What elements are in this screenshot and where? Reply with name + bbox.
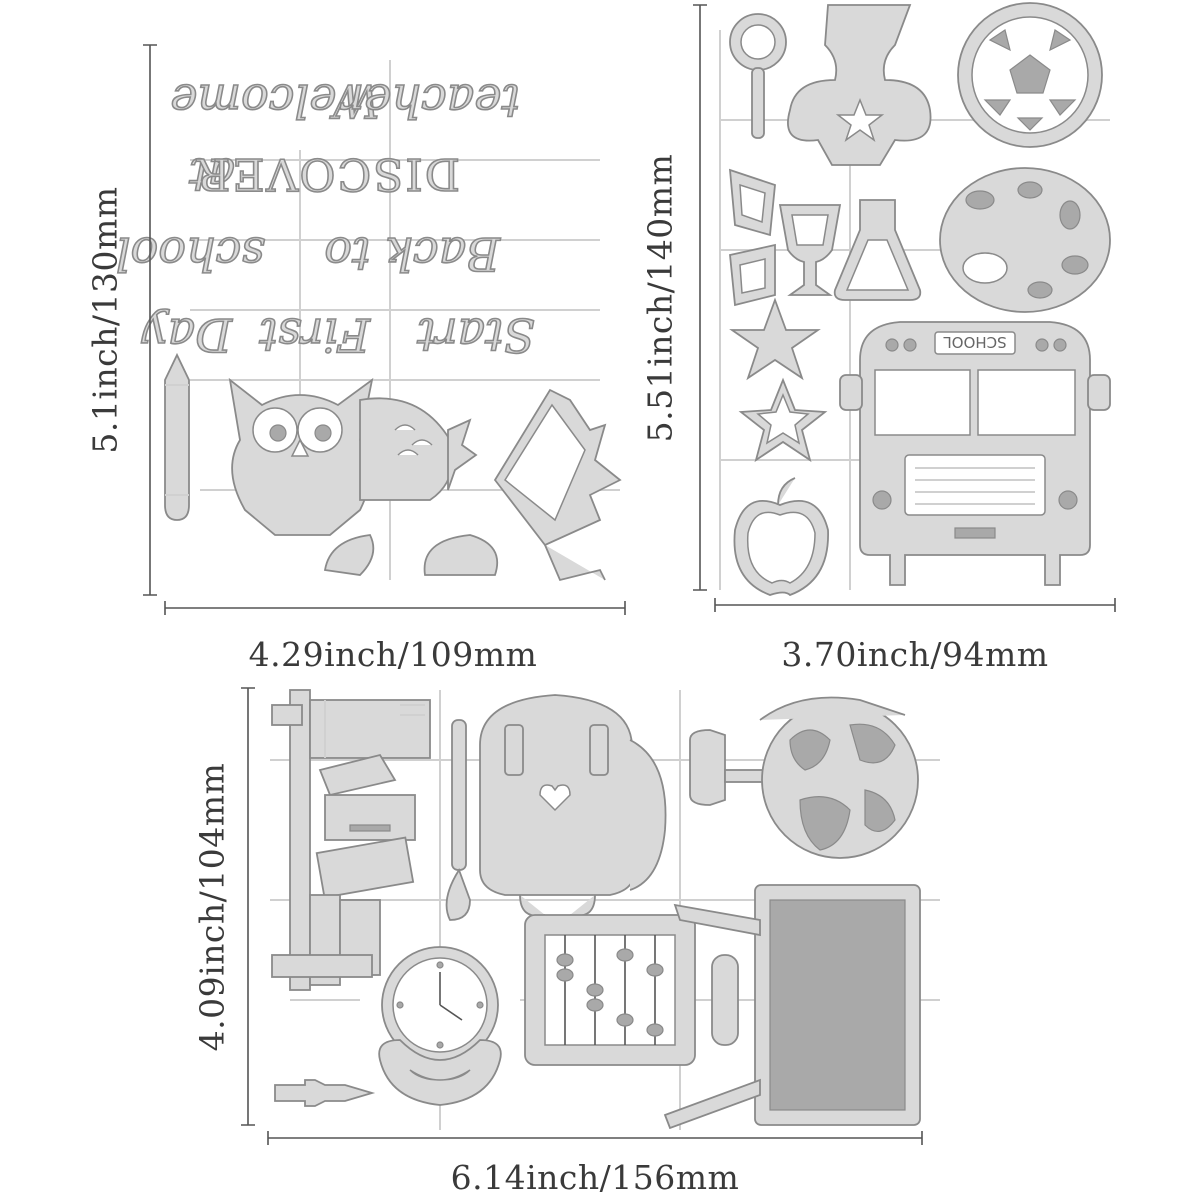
globe-die bbox=[689, 696, 919, 859]
word-day: Day bbox=[141, 308, 233, 362]
word-back-to: Back to bbox=[324, 227, 501, 281]
flask-die bbox=[833, 199, 922, 301]
die-set-1: Welcome teacher at DISCOVER school Back … bbox=[115, 60, 622, 582]
trophy-die bbox=[787, 4, 932, 166]
owl-die bbox=[228, 377, 478, 536]
chalkboard-die bbox=[663, 884, 921, 1130]
wings-die bbox=[323, 534, 499, 576]
die-set-2: SCHOOL bbox=[719, 2, 1111, 597]
word-at: at bbox=[189, 148, 235, 202]
word-start: Start bbox=[417, 308, 535, 362]
apple-die bbox=[733, 477, 829, 597]
dimension-lines bbox=[143, 4, 1116, 1145]
bookshelf-die bbox=[271, 689, 431, 1001]
set3-width-label: 6.14inch/156mm bbox=[450, 1158, 740, 1197]
graduation-cap-die bbox=[493, 388, 622, 582]
pushpin-die bbox=[274, 1079, 376, 1107]
word-teacher: teacher bbox=[339, 74, 520, 128]
glasses-die bbox=[728, 168, 776, 307]
pencil-die bbox=[164, 352, 190, 521]
word-welcome: Welcome bbox=[170, 74, 380, 128]
soccer-ball-die bbox=[957, 2, 1103, 148]
palette-die bbox=[939, 167, 1111, 313]
die-set-3 bbox=[270, 689, 940, 1130]
magnifier-die bbox=[729, 13, 787, 139]
paintbrush-die bbox=[445, 719, 471, 921]
backpack-die bbox=[479, 694, 667, 917]
bus-label: SCHOOL bbox=[943, 333, 1007, 351]
word-school: school bbox=[116, 227, 265, 281]
set1-width-label: 4.29inch/109mm bbox=[248, 635, 538, 674]
goblet-die bbox=[778, 204, 842, 296]
clock-die bbox=[378, 946, 502, 1106]
set3-height-label: 4.09inch/104mm bbox=[192, 762, 232, 1052]
set2-width-label: 3.70inch/94mm bbox=[781, 635, 1049, 674]
abacus-die bbox=[524, 914, 696, 1066]
tube-die bbox=[711, 954, 739, 1046]
set1-height-label: 5.1inch/130mm bbox=[85, 186, 125, 454]
word-first: First bbox=[259, 308, 371, 362]
star-die bbox=[729, 297, 821, 381]
school-bus-die: SCHOOL bbox=[839, 321, 1111, 586]
set2-height-label: 5.51inch/140mm bbox=[640, 153, 680, 443]
word-discover: DISCOVER bbox=[195, 148, 460, 199]
